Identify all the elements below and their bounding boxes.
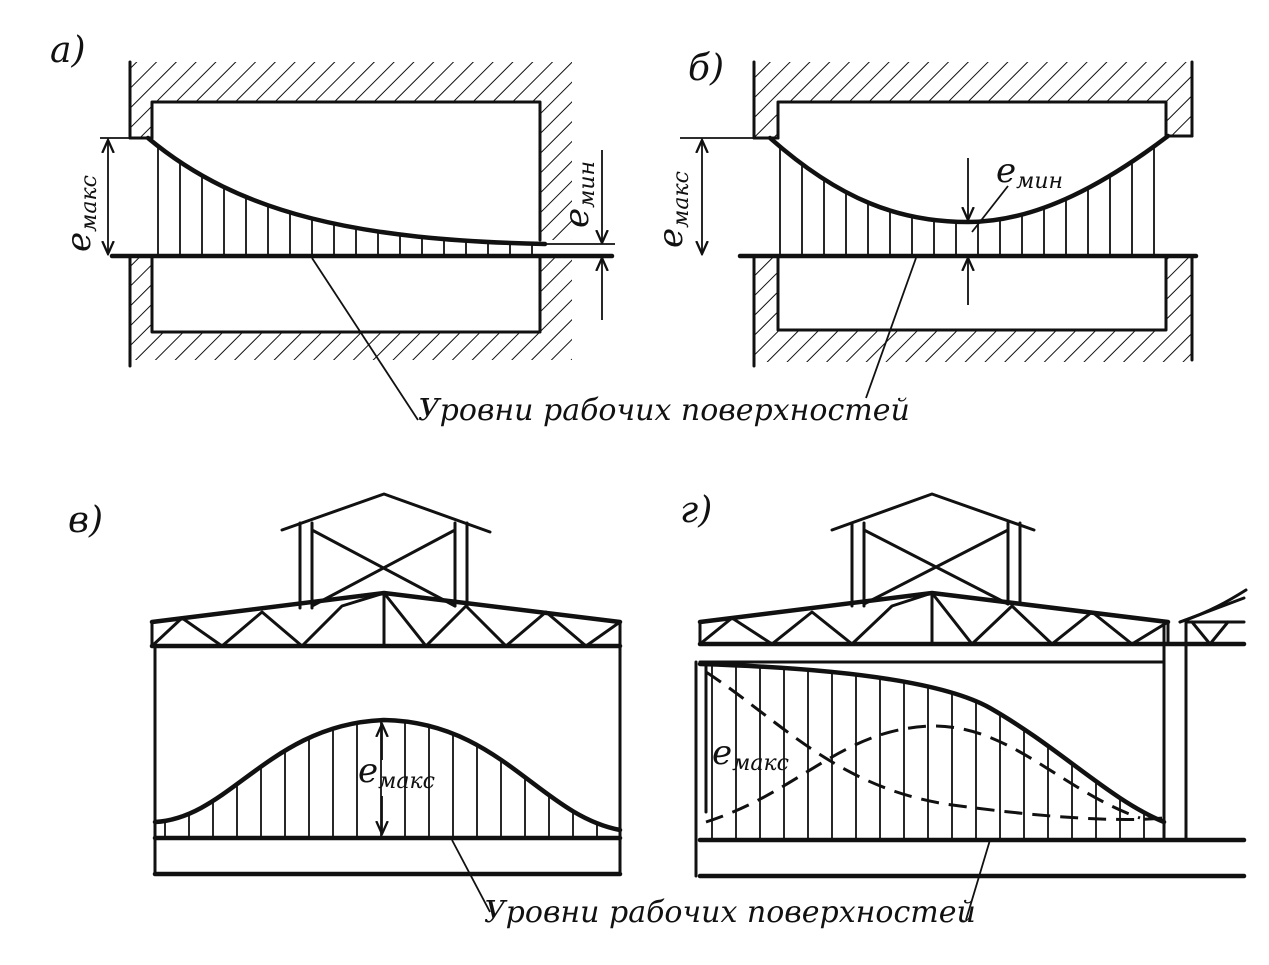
panel-g-left-column	[694, 660, 708, 878]
panel-b-window-right	[1162, 136, 1196, 256]
panel-a-emax-label: eмакс	[59, 175, 102, 252]
panel-g-lantern-roof	[830, 492, 1036, 532]
panel-g-lantern-cross	[862, 528, 1010, 606]
top-caption: Уровни рабочих поверхностей	[418, 393, 910, 428]
panel-g-dashed-curve-top	[705, 724, 1141, 824]
panel-v-lantern-roof	[280, 492, 492, 534]
panel-a-illumination-curve	[145, 135, 548, 247]
panel-b: б) eмакс eмин	[651, 48, 1199, 368]
bottom-caption-leader-v	[451, 839, 491, 913]
panel-v-walls	[153, 644, 622, 874]
bottom-caption: Уровни рабочих поверхностей	[484, 895, 976, 930]
panel-b-outer-outline	[752, 60, 1194, 368]
panel-v-illumination-curve	[152, 717, 623, 833]
panel-g-truss-web	[698, 591, 1170, 646]
panel-g-adjacent-roof	[1178, 588, 1248, 624]
panel-b-window-left	[750, 138, 782, 256]
panel-g-illumination-curve	[697, 661, 1167, 825]
panel-b-label: б)	[688, 48, 724, 89]
panel-v-illumination-hatch	[164, 720, 598, 838]
panel-b-ledges	[752, 134, 1194, 140]
panel-a-inner-outline	[150, 100, 542, 334]
panel-g-lantern-posts	[850, 521, 1022, 608]
panel-b-emax-label: eмакс	[651, 171, 694, 248]
panel-a-hatched-wall	[130, 62, 572, 360]
panel-g: г) eмакс	[680, 490, 1248, 879]
panel-a-label: а)	[50, 30, 86, 71]
panel-g-dashed-curve-side	[705, 670, 1165, 821]
panel-v-lantern-cross	[310, 528, 457, 608]
panel-v-label: в)	[68, 500, 103, 541]
panel-b-illumination-curve	[767, 133, 1171, 225]
panel-b-emin-label: eмин	[996, 151, 1063, 194]
panel-v: в) eмакс	[68, 492, 623, 877]
panel-g-label: г)	[680, 490, 712, 531]
panel-b-hatched-wall	[754, 62, 1192, 362]
panel-v-lantern-posts	[298, 521, 469, 610]
panel-v-emax-label: eмакс	[358, 751, 435, 794]
panel-b-illumination-hatch	[779, 146, 1155, 256]
panel-g-emax-label: eмакс	[712, 733, 789, 776]
panel-a: а) eмакс eмин	[50, 30, 615, 368]
bottom-caption-leader-g	[965, 839, 991, 921]
panel-a-window-left	[126, 138, 156, 256]
top-caption-leader-b	[865, 257, 917, 399]
panel-a-emin-label: eмин	[557, 161, 600, 228]
top-caption-leader-a	[311, 257, 419, 421]
panel-g-adjacent-span	[1178, 596, 1246, 646]
panel-b-emin-leader	[971, 185, 1009, 233]
panel-v-truss-web	[150, 591, 622, 648]
panel-b-inner-outline	[776, 100, 1168, 332]
panel-g-right-column	[1162, 620, 1188, 842]
